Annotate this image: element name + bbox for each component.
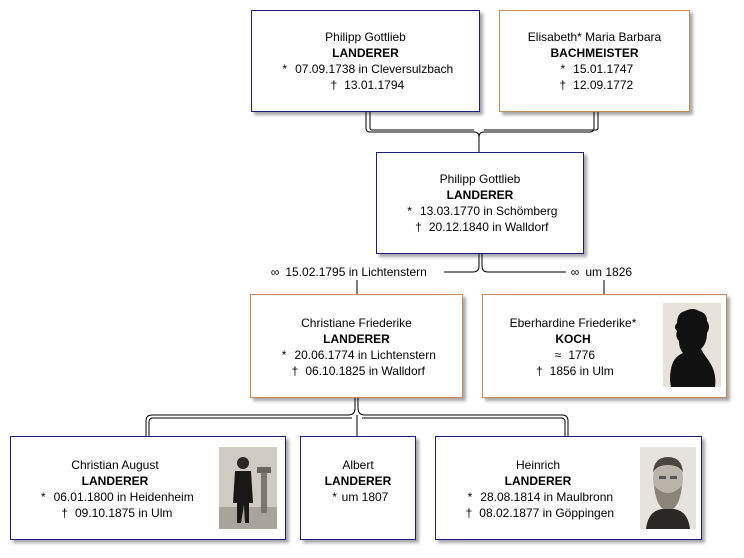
birth-symbol: * <box>281 348 287 362</box>
birth-line: ≈ 1776 <box>483 347 663 363</box>
birth-line: * 07.09.1738 in Cleversulzbach <box>252 61 479 77</box>
death-date: 09.10.1875 in Ulm <box>74 506 173 520</box>
death-date: 13.01.1794 <box>344 78 405 92</box>
person-card-christiane-friederike[interactable]: Christiane Friederike LANDERER * 20.06.1… <box>250 294 463 398</box>
birth-date: 1776 <box>568 348 596 362</box>
death-symbol: † <box>61 506 68 520</box>
birth-line: * um 1807 <box>301 489 415 505</box>
given-name: Albert <box>342 458 374 472</box>
birth-line: * 15.01.1747 <box>500 61 689 77</box>
death-date: 06.10.1825 in Walldorf <box>305 364 425 378</box>
birth-date: 07.09.1738 in Cleversulzbach <box>295 62 454 76</box>
death-symbol: † <box>559 78 567 92</box>
person-card-heinrich[interactable]: Heinrich LANDERER * 28.08.1814 in Maulbr… <box>435 436 702 540</box>
marriage-symbol: ∞ <box>270 265 280 279</box>
marriage-label-koch: ∞ um 1826 <box>566 265 635 279</box>
death-symbol: † <box>415 220 422 234</box>
person-card-albert[interactable]: Albert LANDERER * um 1807 <box>300 436 416 540</box>
birth-date: 28.08.1814 in Maulbronn <box>480 490 614 504</box>
surname: LANDERER <box>81 474 149 488</box>
bearded-portrait-photo <box>640 447 696 529</box>
birth-symbol: * <box>407 204 412 218</box>
birth-symbol: * <box>560 62 566 76</box>
given-name: Elisabeth* Maria Barbara <box>527 30 662 44</box>
standing-portrait-photo <box>219 447 277 529</box>
birth-symbol: * <box>332 490 337 504</box>
person-card-philipp-gottlieb-sr[interactable]: Philipp Gottlieb LANDERER * 07.09.1738 i… <box>251 10 480 112</box>
death-symbol: † <box>535 364 543 378</box>
given-name: Philipp Gottlieb <box>439 172 521 186</box>
marriage-symbol: ∞ <box>570 265 580 279</box>
death-line: † 09.10.1875 in Ulm <box>11 505 219 521</box>
person-card-eberhardine-koch[interactable]: Eberhardine Friederike* KOCH ≈ 1776 † 18… <box>482 294 727 398</box>
birth-date: 20.06.1774 in Lichtenstern <box>294 348 436 362</box>
death-date: 12.09.1772 <box>573 78 634 92</box>
birth-date: 15.01.1747 <box>573 62 634 76</box>
person-card-elisabeth-bachmeister[interactable]: Elisabeth* Maria Barbara BACHMEISTER * 1… <box>499 10 690 112</box>
birth-line: * 20.06.1774 in Lichtenstern <box>251 347 462 363</box>
birth-date: 13.03.1770 in Schömberg <box>419 204 558 218</box>
birth-line: * 13.03.1770 in Schömberg <box>377 203 583 219</box>
birth-symbol: * <box>467 490 473 504</box>
marriage-date: um 1826 <box>585 265 633 279</box>
given-name: Philipp Gottlieb <box>325 30 406 44</box>
person-card-philipp-gottlieb-jr[interactable]: Philipp Gottlieb LANDERER * 13.03.1770 i… <box>376 152 584 254</box>
surname: LANDERER <box>324 474 392 488</box>
surname: KOCH <box>555 332 591 346</box>
death-symbol: † <box>465 506 473 520</box>
death-date: 1856 in Ulm <box>549 364 614 378</box>
death-line: † 06.10.1825 in Walldorf <box>251 363 462 379</box>
death-line: † 08.02.1877 in Göppingen <box>436 505 640 521</box>
given-name: Christiane Friederike <box>301 316 412 330</box>
silhouette-portrait <box>663 303 721 387</box>
surname: LANDERER <box>504 474 572 488</box>
surname: LANDERER <box>323 332 390 346</box>
birth-date: 06.01.1800 in Heidenheim <box>53 490 194 504</box>
birth-line: * 06.01.1800 in Heidenheim <box>11 489 219 505</box>
marriage-label-lichtenstern: ∞ 15.02.1795 in Lichtenstern <box>266 265 429 279</box>
death-symbol: † <box>330 78 338 92</box>
given-name: Eberhardine Friederike* <box>509 316 637 330</box>
death-line: † 12.09.1772 <box>500 77 689 93</box>
birth-symbol: * <box>40 490 46 504</box>
death-line: † 1856 in Ulm <box>483 363 663 379</box>
surname: LANDERER <box>332 46 399 60</box>
birth-line: * 28.08.1814 in Maulbronn <box>436 489 640 505</box>
death-line: † 13.01.1794 <box>252 77 479 93</box>
given-name: Heinrich <box>515 458 560 472</box>
birth-date: um 1807 <box>341 490 389 504</box>
death-line: † 20.12.1840 in Walldorf <box>377 219 583 235</box>
marriage-date: 15.02.1795 in Lichtenstern <box>285 265 427 279</box>
surname: LANDERER <box>446 188 514 202</box>
approx-symbol: ≈ <box>554 348 562 362</box>
death-symbol: † <box>291 364 299 378</box>
death-date: 20.12.1840 in Walldorf <box>428 220 549 234</box>
birth-symbol: * <box>282 62 288 76</box>
person-card-christian-august[interactable]: Christian August LANDERER * 06.01.1800 i… <box>10 436 286 540</box>
given-name: Christian August <box>71 458 159 472</box>
death-date: 08.02.1877 in Göppingen <box>479 506 615 520</box>
surname: BACHMEISTER <box>550 46 639 60</box>
